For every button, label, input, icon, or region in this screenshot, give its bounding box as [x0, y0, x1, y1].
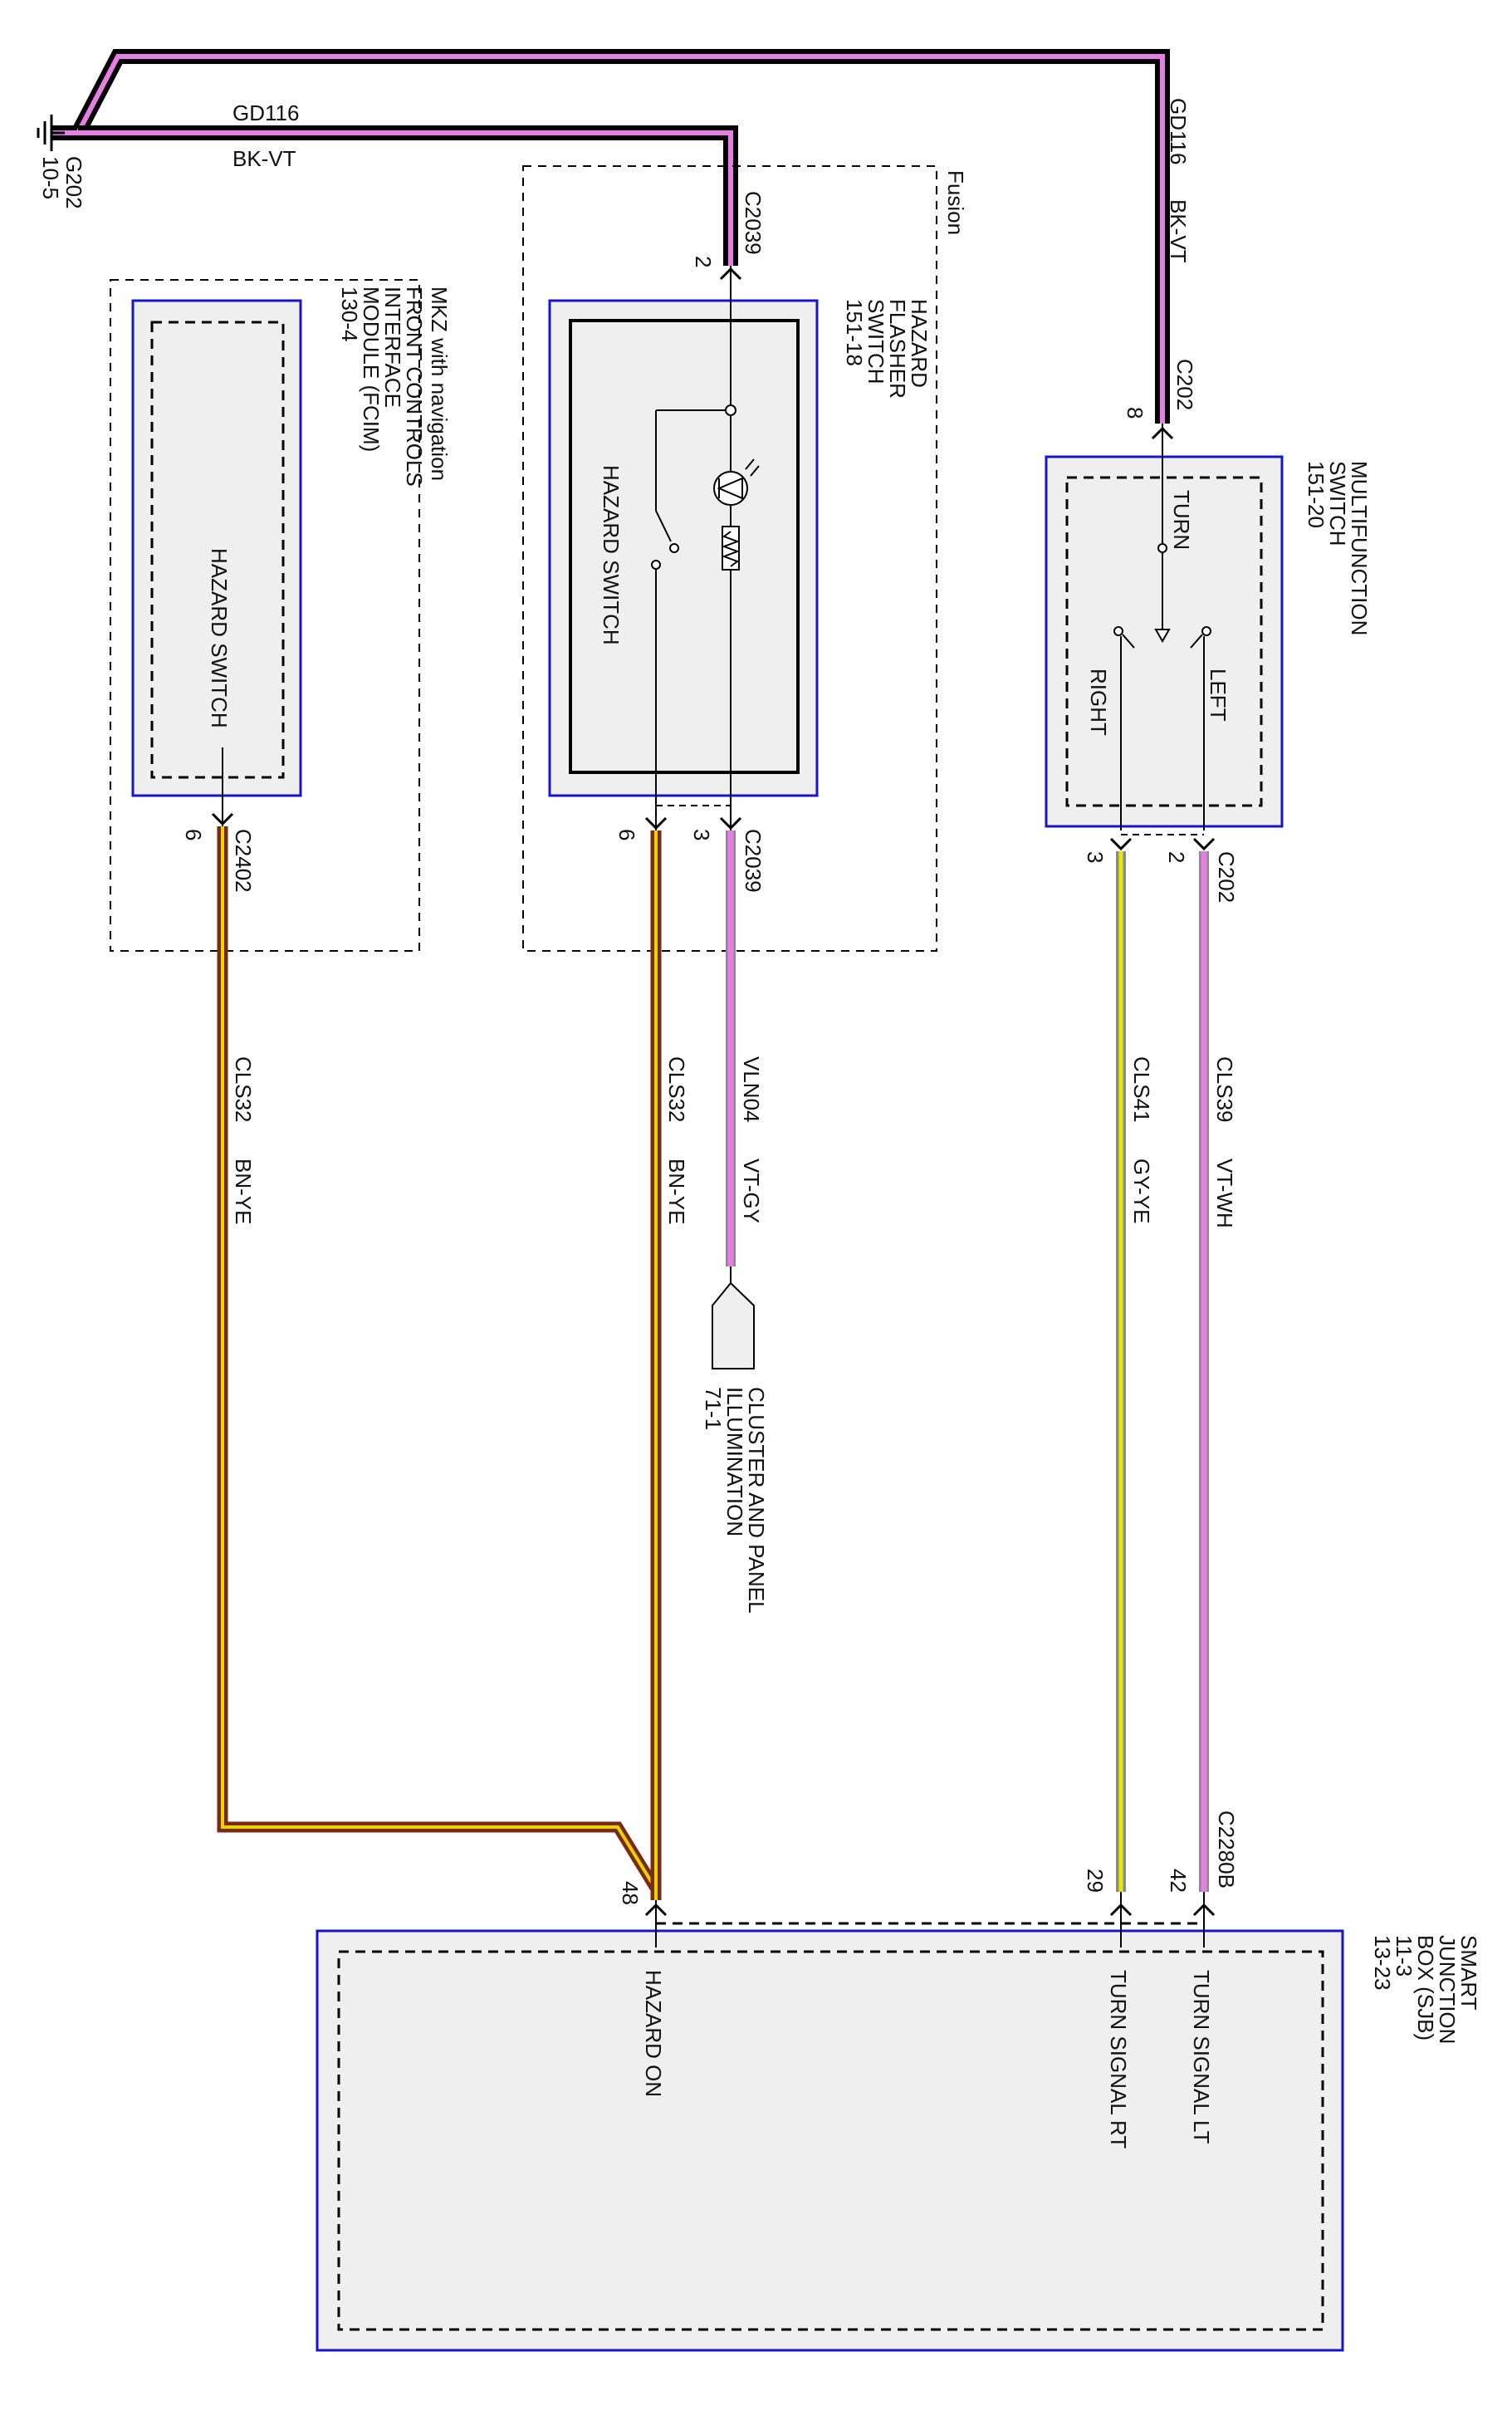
fcim-name-line: 130-4 — [337, 287, 362, 342]
connector-c2402-name: C2402 — [231, 829, 256, 893]
multifunction-name-line: SWITCH — [1325, 461, 1350, 546]
multifunction-internal-circuit — [1113, 457, 1211, 830]
wire-label-circuit: GD116 — [1166, 98, 1191, 164]
multifunction-name-line: 151-20 — [1304, 461, 1329, 528]
wire-label-color: BK-VT — [232, 146, 296, 171]
hazard-flasher-name-line: SWITCH — [864, 299, 888, 385]
hazard-flasher-name-line: HAZARD — [907, 299, 932, 388]
cluster-name-line: ILLUMINATION — [722, 1387, 747, 1536]
multifunction-name-line: MULTIFUNCTION — [1347, 461, 1372, 635]
connector-c2280b-pin-lt: 42 — [1166, 1869, 1191, 1893]
connector-sjb-icon — [644, 1892, 1216, 1947]
wire-label-circuit: GD116 — [232, 100, 299, 125]
multifunction-switch — [1045, 455, 1284, 828]
hazard-flasher-internal-label: HAZARD SWITCH — [599, 465, 624, 645]
wire-label-circuit: VLN04 — [739, 1056, 764, 1123]
hazard-flasher-module — [522, 165, 937, 952]
wire-label-color: VT-GY — [739, 1159, 764, 1223]
wire-label-color: BN-YE — [664, 1159, 689, 1224]
connector-c2039-top-pin: 2 — [691, 256, 716, 267]
fcim-variant: MKZ with navigation — [427, 287, 452, 481]
sjb-hazard-on-label: HAZARD ON — [641, 1970, 666, 2097]
connector-c202-top-icon — [1151, 424, 1174, 457]
wire-label-color: GY-YE — [1129, 1159, 1154, 1224]
sjb-name-line: SMART — [1456, 1935, 1481, 2011]
hazard-flasher-name-line: 151-18 — [842, 299, 867, 366]
connector-c2280b-name: C2280B — [1214, 1810, 1239, 1889]
wire-label-color: BK-VT — [1166, 199, 1191, 263]
sjb-name-line: 11-3 — [1392, 1935, 1417, 1977]
connector-c2039-top-name: C2039 — [741, 191, 766, 255]
connector-c2039-bottom-icon — [644, 796, 742, 830]
sjb-name-line: JUNCTION — [1435, 1935, 1460, 2044]
fcim-internal-label: HAZARD SWITCH — [207, 548, 232, 728]
resistor-icon — [722, 505, 740, 571]
fcim-name-line: INTERFACE — [380, 287, 405, 408]
cluster-connector-tag-icon — [712, 1266, 755, 1369]
wire-label-circuit: CLS41 — [1129, 1056, 1154, 1123]
connector-c2039-bottom-pin: 6 — [614, 829, 639, 840]
wire-label-color: VT-WH — [1212, 1159, 1237, 1228]
fcim-name-line: FRONT CONTROLS — [402, 287, 427, 487]
wire-label-circuit: CLS32 — [231, 1056, 256, 1123]
hazard-flasher-internal-circuit — [651, 301, 736, 796]
connector-c202-bottom-pin-right: 3 — [1083, 851, 1108, 863]
ground-ref: 10-5 — [38, 156, 63, 199]
connector-c2039-bottom-pin2: 3 — [689, 829, 714, 840]
wire-label-circuit: CLS39 — [1212, 1056, 1237, 1123]
connector-c2039-bottom-name: C2039 — [741, 829, 766, 893]
multifunction-turn-label: TURN — [1169, 490, 1194, 550]
multifunction-left-label: LEFT — [1206, 669, 1231, 722]
connector-c202-bottom-name: C202 — [1214, 851, 1239, 903]
cluster-name-line: CLUSTER AND PANEL — [744, 1387, 769, 1614]
wire-label-circuit: CLS32 — [664, 1056, 689, 1123]
hazard-flasher-name-line: FLASHER — [885, 299, 910, 399]
sjb-name-line: BOX (SJB) — [1413, 1935, 1438, 2041]
connector-c202-top-pin: 8 — [1123, 407, 1147, 419]
connector-c2402-icon — [211, 796, 234, 826]
sjb-turn-rt-label: TURN SIGNAL RT — [1106, 1970, 1131, 2148]
connector-sjb-hazard-pin: 48 — [618, 1881, 643, 1905]
connector-c2280b-pin-rt: 29 — [1083, 1869, 1108, 1893]
sjb-name-line: 13-23 — [1370, 1935, 1395, 1991]
sjb-module — [316, 1929, 1344, 2352]
ground-symbol-icon — [37, 115, 65, 151]
connector-c202-top-name: C202 — [1172, 359, 1197, 410]
wire-label-color: BN-YE — [231, 1159, 256, 1224]
cluster-name-line: 71-1 — [701, 1387, 726, 1430]
wire-gd116 — [51, 49, 1170, 424]
connector-c202-bottom-pin-left: 2 — [1164, 851, 1189, 863]
fcim-name-line: MODULE (FCIM) — [359, 287, 384, 452]
connector-c2402-pin: 6 — [181, 829, 206, 840]
multifunction-right-label: RIGHT — [1086, 669, 1111, 736]
connector-c202-bottom-icon — [1109, 834, 1216, 851]
hazard-flasher-variant: Fusion — [943, 170, 968, 235]
ground-id: G202 — [61, 156, 86, 209]
sjb-turn-lt-label: TURN SIGNAL LT — [1189, 1970, 1214, 2144]
fcim-module — [110, 279, 420, 952]
connector-c2039-top-icon — [719, 266, 742, 301]
wire-cls32 — [217, 826, 662, 1900]
